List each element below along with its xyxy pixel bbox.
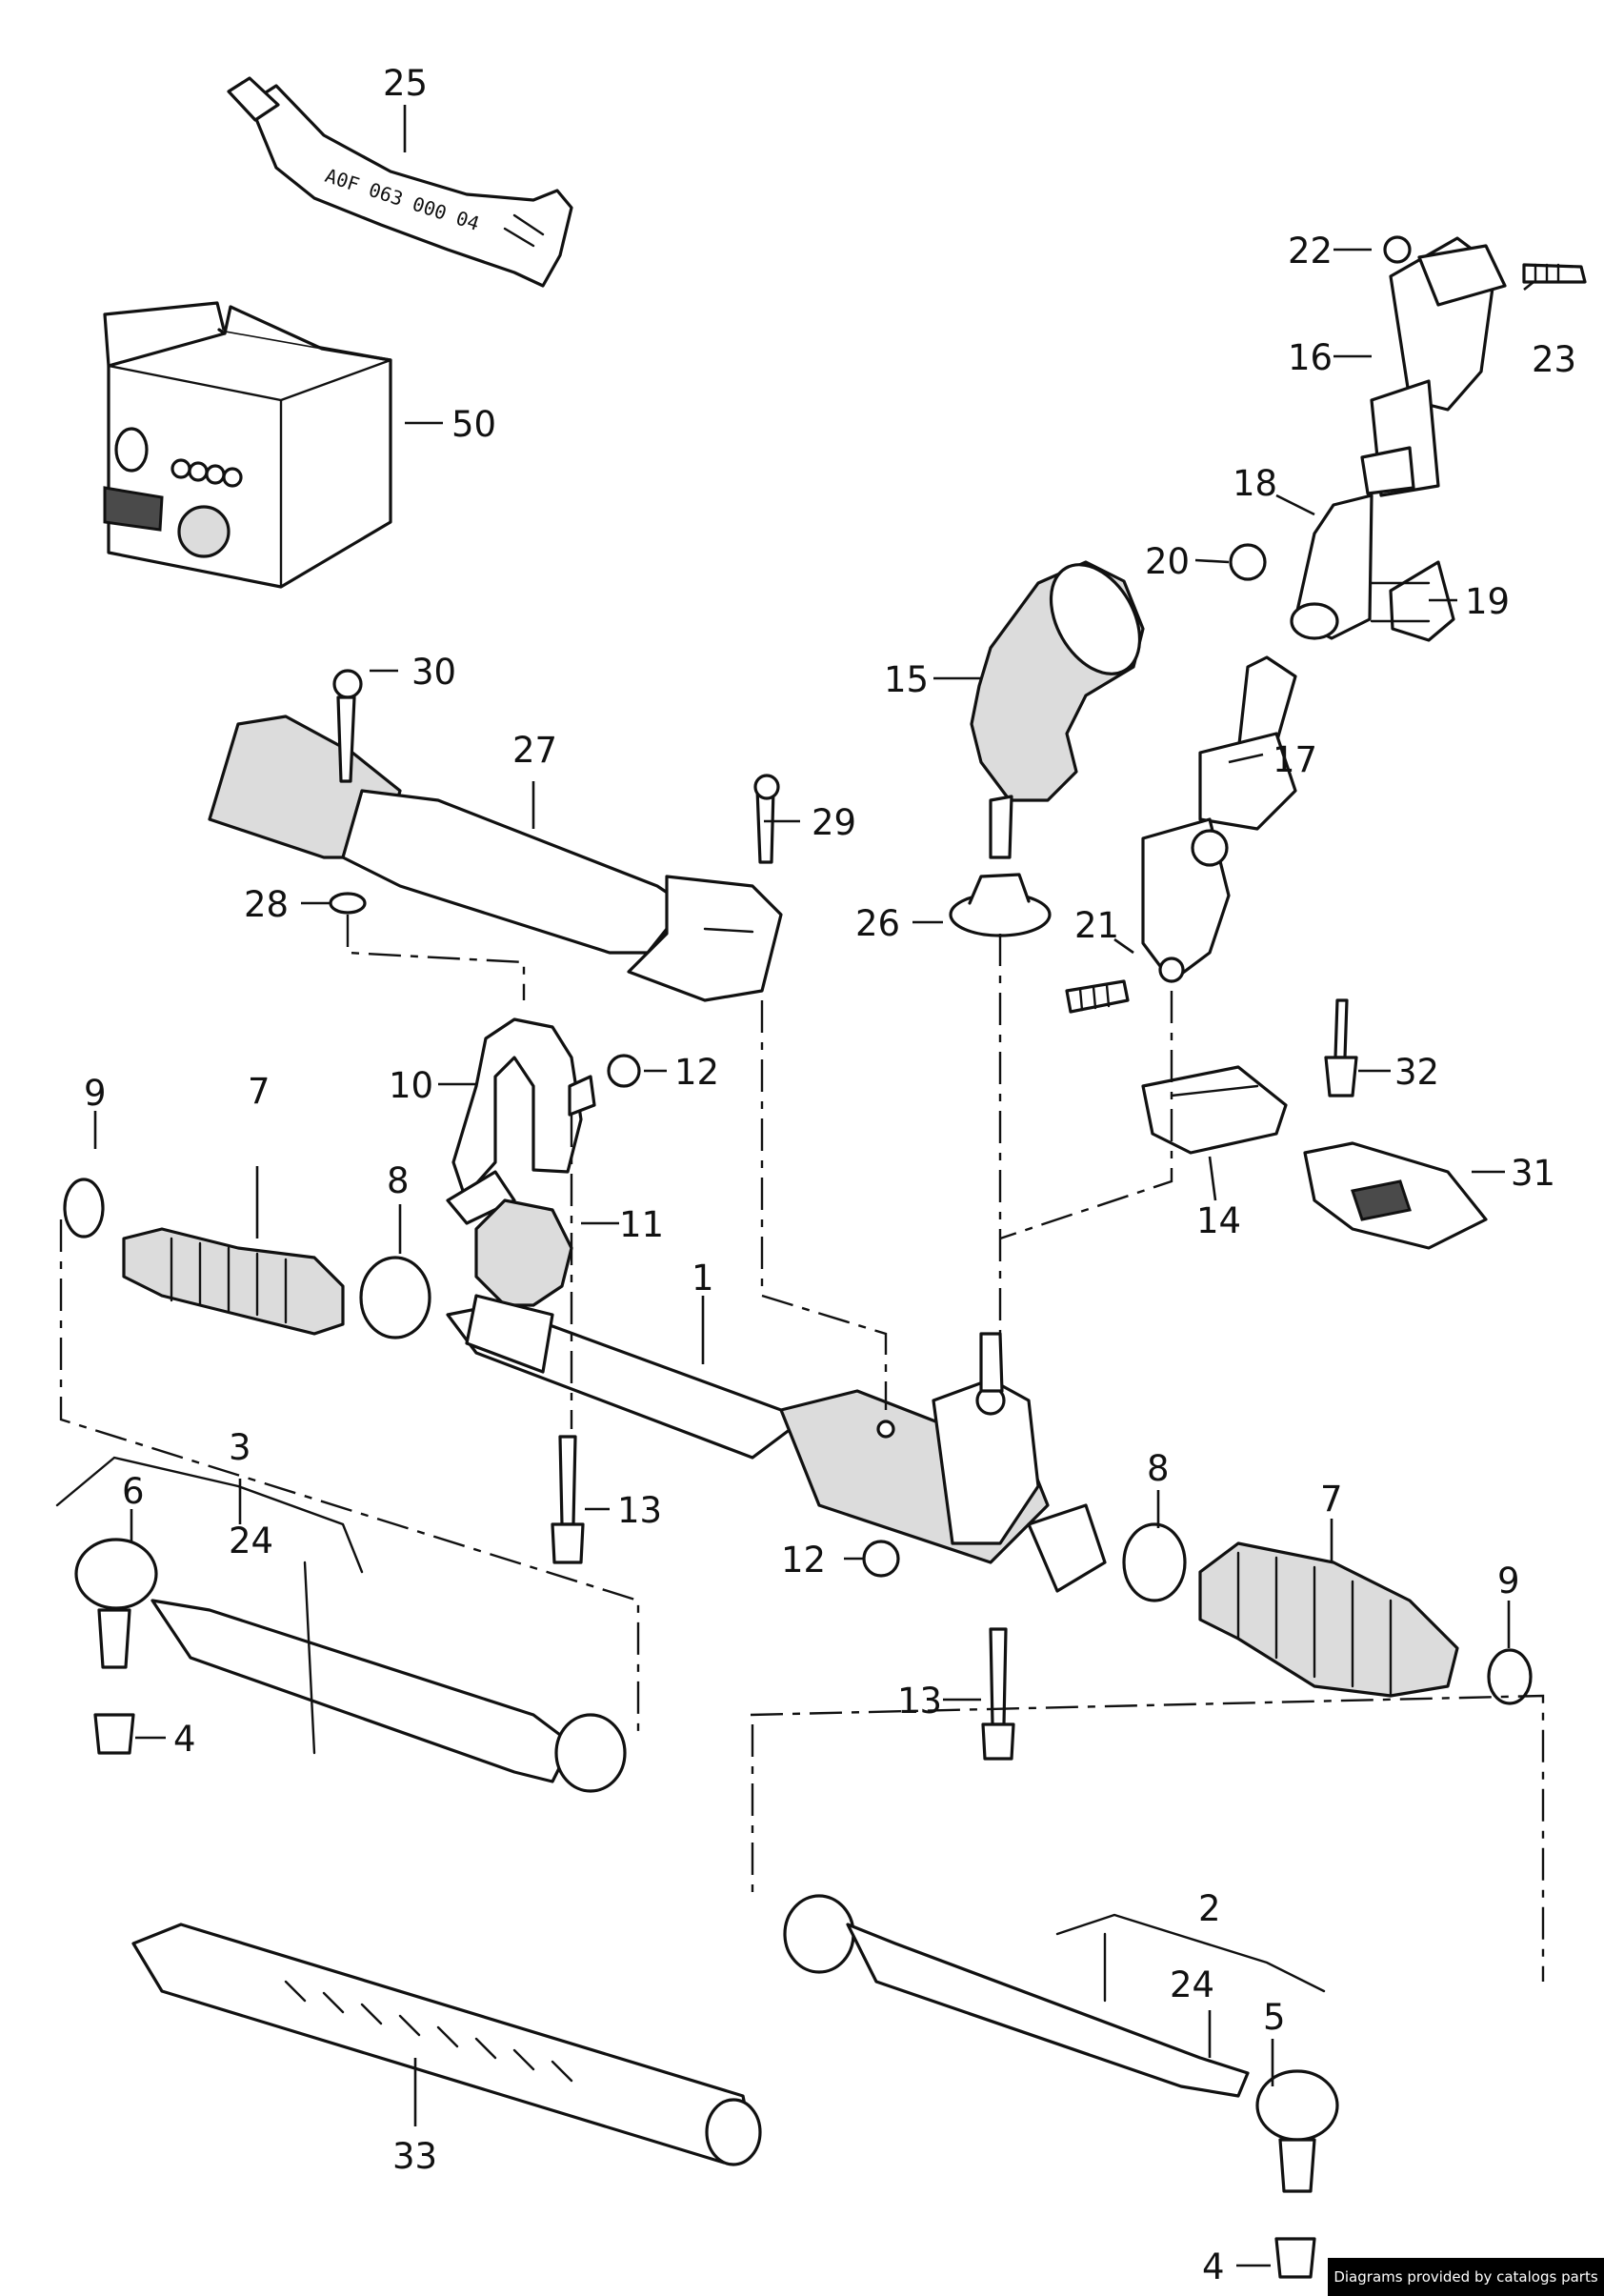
- universal-joint-part-16: [1360, 235, 1587, 497]
- callout-25: 25: [383, 63, 428, 104]
- parts-box-part-50: [103, 301, 392, 589]
- callout-13-right: 13: [897, 1681, 942, 1722]
- callout-4-right: 4: [1202, 2246, 1225, 2287]
- callout-7-left: 7: [248, 1071, 271, 1112]
- bracket-part-14: [1141, 1065, 1288, 1155]
- callout-28: 28: [244, 884, 289, 925]
- callout-26: 26: [855, 903, 900, 944]
- heat-shield-part-27: [208, 669, 783, 1002]
- callout-13-left: 13: [617, 1490, 662, 1531]
- callout-27: 27: [512, 730, 557, 771]
- assembly-lines: [55, 915, 1545, 2003]
- callout-19: 19: [1465, 581, 1510, 622]
- callout-18: 18: [1233, 463, 1277, 504]
- callout-23: 23: [1532, 339, 1576, 380]
- callout-24-right: 24: [1170, 1964, 1214, 2005]
- callout-50: 50: [451, 404, 496, 445]
- callout-6: 6: [122, 1471, 145, 1512]
- universal-joint-part-17: [1065, 655, 1297, 1014]
- callout-4-left: 4: [173, 1719, 196, 1760]
- callout-5: 5: [1263, 1997, 1286, 2038]
- protective-sleeve-part-33: [131, 1923, 762, 2166]
- callout-12-lower: 12: [781, 1540, 826, 1581]
- callout-20: 20: [1145, 541, 1190, 582]
- left-bellows-part-7: [63, 1178, 431, 1339]
- callout-3: 3: [229, 1427, 251, 1468]
- callout-17: 17: [1273, 739, 1317, 780]
- callout-16: 16: [1288, 337, 1333, 378]
- rivet-part-32: [1324, 998, 1358, 1098]
- callout-9-left: 9: [84, 1073, 107, 1114]
- callout-2: 2: [1198, 1888, 1221, 1929]
- callout-14: 14: [1196, 1200, 1241, 1241]
- shaft-sleeve-part-18: [1229, 493, 1455, 642]
- leader-lines: [93, 105, 1534, 2267]
- callout-1: 1: [692, 1258, 714, 1299]
- bolt-part-13-left: [551, 1435, 585, 1564]
- callout-31: 31: [1511, 1153, 1555, 1194]
- callout-labels: 25 50 22 23 16 18 20 19 15 30 27 29 28 2…: [84, 63, 1576, 2287]
- grease-tube-part-25: A0F 063 000 04: [227, 76, 573, 288]
- mounting-clamp-part-10: [446, 1017, 641, 1307]
- right-bellows-part-7: [1122, 1522, 1533, 1705]
- right-tie-rod-part-2: [783, 1894, 1339, 2279]
- callout-33: 33: [392, 2136, 437, 2177]
- callout-30: 30: [411, 652, 456, 693]
- callout-24-left: 24: [229, 1521, 273, 1561]
- callout-21: 21: [1074, 905, 1119, 946]
- callout-22: 22: [1288, 231, 1333, 272]
- credit-banner: Diagrams provided by catalogs parts: [1328, 2258, 1604, 2296]
- callout-7-right: 7: [1320, 1479, 1343, 1520]
- bolt-part-13-right: [862, 1540, 1015, 1761]
- callout-29: 29: [812, 802, 856, 843]
- callout-8-left: 8: [387, 1160, 410, 1201]
- steering-rack-part-1: [446, 1294, 1107, 1593]
- steering-boot-part-15: [970, 560, 1145, 859]
- callout-12-upper: 12: [674, 1052, 719, 1093]
- callout-9-right: 9: [1497, 1561, 1520, 1601]
- callout-8-right: 8: [1147, 1448, 1170, 1489]
- callout-10: 10: [389, 1065, 433, 1106]
- callout-11: 11: [619, 1204, 664, 1245]
- left-tie-rod-part-3: [74, 1538, 627, 1793]
- bracket-part-31: [1303, 1141, 1488, 1250]
- callout-32: 32: [1394, 1052, 1439, 1093]
- callout-15: 15: [884, 659, 929, 700]
